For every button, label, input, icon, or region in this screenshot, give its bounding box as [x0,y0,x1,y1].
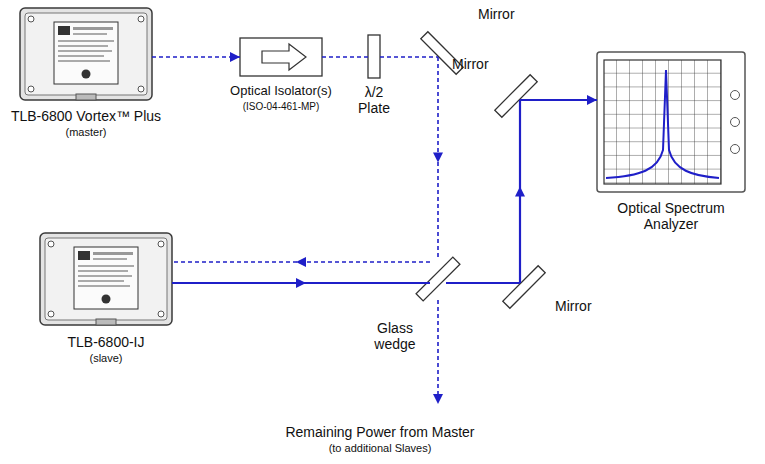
glass-wedge-symbol [416,257,460,301]
mirror-symbol [503,266,545,308]
master-laser-picture [20,8,152,100]
glass-wedge: Glass wedge [430,258,446,300]
wave-plate-symbol [368,35,380,78]
laser-beam [519,100,521,283]
laser-beam-dashed [380,56,438,58]
laser-beam-dashed [172,261,430,263]
laser-head: TLB-6800-IJ(slave) [40,233,172,325]
laser-beam [172,282,430,284]
laser-beam-dashed [437,57,439,258]
laser-beam-dashed [152,56,240,58]
spectrum-analyzer: Optical Spectrum Analyzer [597,52,745,192]
mirror: Mirror [520,283,542,305]
slave-laser-picture [40,233,172,325]
half-wave-plate: λ/2 Plate [368,35,380,78]
spectrum-analyzer-picture [597,52,745,192]
node-label: TLB-6800-IJ [67,334,144,350]
node-sublabel: (master) [66,126,107,139]
node-label: λ/2 Plate [351,84,397,116]
beam-note: Remaining Power from Master [285,424,474,440]
laser-beam [446,282,520,284]
mirror: Mirror [498,78,520,100]
node-label: Optical Spectrum Analyzer [596,200,746,232]
node-label: Mirror [452,56,489,72]
node-label: Mirror [555,298,592,314]
node-label: TLB-6800 Vortex™ Plus [11,108,161,124]
optical-isolator: Optical Isolator(s)(ISO-04-461-MP) [240,38,322,76]
node-label: Glass wedge [369,320,421,352]
isolator-symbol [240,38,322,76]
laser-head: TLB-6800 Vortex™ Plus(master) [20,8,152,100]
node-sublabel: (slave) [89,352,122,365]
laser-beam-dashed [322,56,368,58]
node-label: Optical Isolator(s) [230,84,332,99]
node-label: Mirror [478,6,515,22]
remaining-beam [437,300,439,404]
laser-beam [520,99,597,101]
mirror: Mirror [438,35,460,57]
node-sublabel: (ISO-04-461-MP) [243,101,320,113]
mirror-symbol [495,75,537,117]
beam-note: (to additional Slaves) [329,442,432,455]
